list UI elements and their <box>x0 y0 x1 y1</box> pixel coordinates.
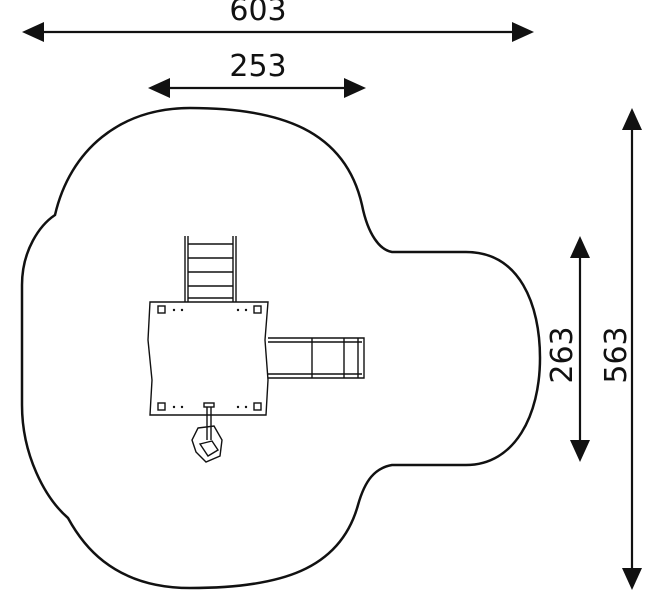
platform-width-dimension: 253 <box>148 49 366 98</box>
extension-height-dimension: 263 <box>545 236 590 462</box>
post-bottom-left <box>157 402 166 411</box>
post-bottom-right <box>253 402 262 411</box>
platform-width-label: 253 <box>229 49 286 84</box>
extension-height-label: 263 <box>545 326 580 383</box>
ladder <box>184 236 237 302</box>
post-top-right <box>253 305 262 314</box>
stepping-stone <box>191 425 223 463</box>
overall-width-label: 603 <box>229 0 286 28</box>
safety-zone-outline <box>20 106 542 590</box>
overall-height-label: 563 <box>599 326 634 383</box>
overall-height-dimension: 563 <box>599 108 642 590</box>
post-top-left <box>157 305 166 314</box>
overall-width-dimension: 603 <box>22 0 534 42</box>
platform <box>147 301 269 440</box>
slide <box>268 337 365 379</box>
